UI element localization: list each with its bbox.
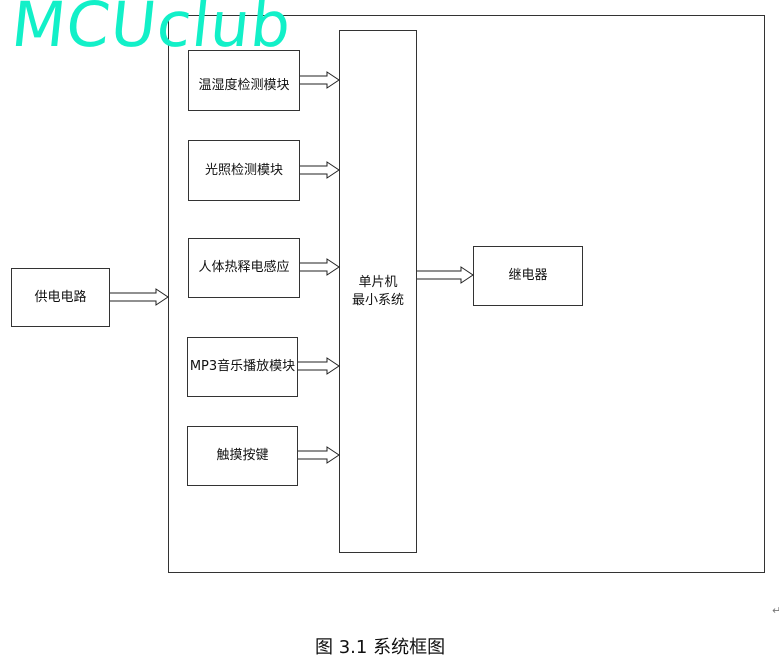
- module-touch-key: 触摸按键: [187, 426, 298, 486]
- figure-caption: 图 3.1 系统框图: [315, 637, 446, 658]
- module-light: 光照检测模块: [188, 140, 300, 201]
- arrow: [298, 446, 340, 464]
- watermark-logo: MCUclub: [8, 0, 296, 61]
- module-pir: 人体热释电感应: [188, 238, 300, 298]
- arrow: [300, 71, 340, 89]
- arrow: [300, 161, 340, 179]
- relay-box: 继电器: [473, 246, 583, 306]
- arrow: [417, 266, 474, 284]
- power-box: 供电电路: [11, 268, 110, 327]
- return-mark: ↵: [772, 604, 779, 617]
- mcu-box: 单片机 最小系统: [339, 30, 417, 553]
- arrow: [298, 357, 340, 375]
- arrow: [300, 258, 340, 276]
- module-mp3: MP3音乐播放模块: [187, 337, 298, 397]
- arrow: [110, 288, 169, 306]
- mcu-label-2: 最小系统: [351, 292, 404, 308]
- mcu-label-1: 单片机: [358, 274, 398, 290]
- module-temp-humidity: 温湿度检测模块: [188, 50, 300, 111]
